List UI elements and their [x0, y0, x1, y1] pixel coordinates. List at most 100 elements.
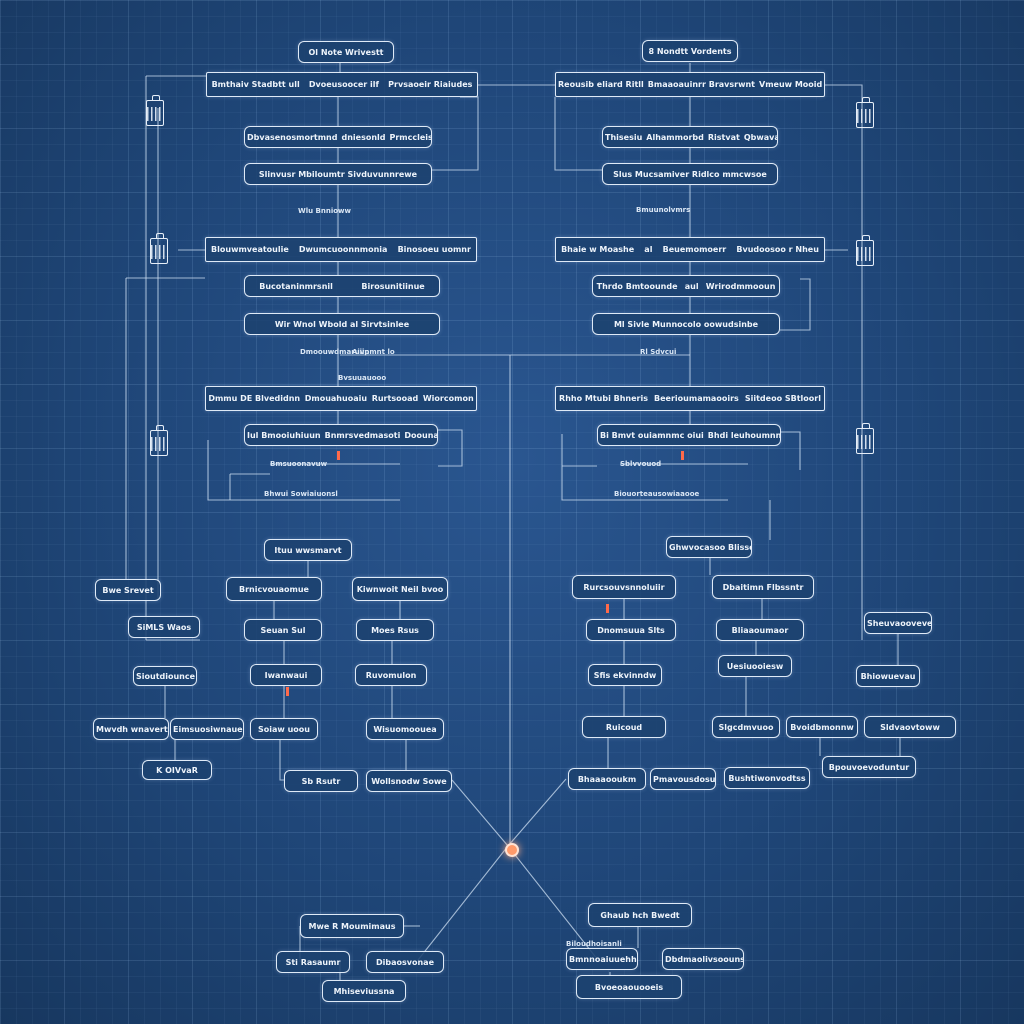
node-label: Bpouvoevoduntur — [828, 762, 910, 772]
node-label: Ml Sivle Munnocolo oowudsinbe — [613, 319, 759, 329]
node-label: Pmavousdosuoiw — [653, 774, 716, 784]
annotation-lbl-5: Rl Sdvcui — [640, 348, 677, 356]
node-label: Sheuvaooveve — [867, 618, 932, 628]
connector — [417, 845, 509, 961]
node-label: Beuemomoerr — [662, 245, 727, 254]
node-label: Ristvat — [707, 132, 740, 142]
annotation-lbl-11: Biloudhoisanli — [566, 940, 622, 948]
node-label: Sfis ekvinndw — [593, 670, 657, 680]
node-l-small-left2: SiMLS Waos — [128, 616, 200, 638]
node-r4-j: Sldvaovtoww — [864, 716, 956, 738]
server-icon-left-1 — [146, 95, 164, 126]
node-bl-b: Dibaosvonae — [366, 951, 444, 973]
node-label: Bliaaoumaor — [731, 625, 789, 635]
node-label: Dmouahuoaiu — [304, 394, 368, 403]
node-label: Iwanwaui — [264, 670, 308, 680]
node-label: Bushtiwonvodtss — [728, 773, 806, 783]
node-rr-c: Bushtiwonvodtss — [724, 767, 810, 789]
node-l4-j: Wollsnodw Sowe — [366, 770, 452, 792]
node-r4-g: Ruicoud — [582, 716, 666, 738]
node-l4-a: Brnicvouaomue — [226, 577, 322, 601]
node-l-small-left: Bwe Srevet — [95, 579, 161, 601]
node-label: Dvoeusoocer ilf — [308, 80, 379, 89]
connector — [561, 434, 728, 501]
node-label: Doounarisiic — [404, 430, 438, 440]
node-label: Ghaub hch Bwedt — [600, 910, 680, 920]
node-label: Bmnnoaiuuehhurmu — [569, 954, 637, 964]
node-label: Siitdeoo SBtloorl — [744, 394, 821, 403]
node-r4-l: Pmavousdosuoiw — [650, 768, 716, 790]
node-top-left-title: Ol Note Wrivestt — [298, 41, 394, 63]
node-label: SiMLS Waos — [136, 622, 192, 632]
node-label: Wisuomoouea — [373, 724, 437, 734]
connector — [207, 440, 400, 501]
node-label: Dnomsuua Slts — [597, 625, 665, 635]
node-l3-a: Iul BmooiuhiuunBnmrsvedmasotiDoounarisii… — [244, 424, 438, 446]
connector — [438, 429, 463, 467]
node-label: K OIVvaR — [156, 765, 198, 775]
connector — [554, 97, 602, 171]
node-r4-c: Dnomsuua Slts — [586, 619, 676, 641]
node-label: Dbvasenosmortmnd — [247, 132, 338, 142]
connector — [825, 84, 863, 640]
server-icon-right-3 — [856, 423, 874, 454]
node-r4-b: Dbaitimn Flbssntr — [712, 575, 814, 599]
node-label: Slus Mucsamiver Ridlco mmcwsoe — [613, 169, 767, 179]
node-label: Wiorcomon — [422, 394, 474, 403]
node-label: Prvsaoeir Riaiudes — [388, 80, 473, 89]
node-br-top: Ghaub hch Bwedt — [588, 903, 692, 927]
annotation-lbl-4: Bmuunolvmrs — [636, 206, 691, 214]
node-bl-top: Mwe R Moumimaus — [300, 914, 404, 938]
node-label: Dibaosvonae — [376, 957, 434, 967]
node-label: 8 Nondtt Vordents — [648, 46, 732, 56]
node-l2-b: Wir Wnol Wbold al Sirvtsinlee — [244, 313, 440, 335]
node-label: Dwumcuoonnmonia — [298, 245, 388, 254]
node-label: Bnmrsvedmasoti — [324, 430, 401, 440]
node-label: Bvoeoaouooeis — [594, 982, 664, 992]
node-label: Reousib eliard Ritll — [558, 80, 644, 89]
node-label: Rurcsouvsnnoluiir — [583, 582, 665, 592]
node-label: Bvoidbmonnw — [790, 722, 854, 732]
node-r1-a: ThisesiuAlhammorbdRistvatQbwavaco — [602, 126, 778, 148]
node-label: aul — [684, 281, 699, 291]
node-br-c: Bvoeoaouooeis — [576, 975, 682, 999]
node-label: Soiaw uoou — [258, 724, 310, 734]
node-label: Bhiowuevau — [860, 671, 916, 681]
node-ll-a: Sioutdiounce — [133, 666, 197, 686]
node-label: Dmmu DE Blvedidnn — [208, 394, 301, 403]
node-label: Uesiuooiesw — [726, 661, 784, 671]
node-l1-a: DbvasenosmortmnddniesonldPrmccleiss — [244, 126, 432, 148]
node-label: Ruvomulon — [365, 670, 417, 680]
node-label: Bhaaaooukm — [577, 774, 637, 784]
node-l1-b: Slinvusr Mbiloumtr Sivduvunnrewe — [244, 163, 432, 185]
node-l4-f: Ruvomulon — [355, 664, 427, 686]
node-label: Rhho Mtubi Bhneris — [559, 394, 648, 403]
node-label: Alhammorbd — [646, 132, 704, 142]
node-label: Wollsnodw Sowe — [371, 776, 447, 786]
node-br-b: Dbdmaolivsoouns — [662, 948, 744, 970]
node-label: Seuan Sul — [260, 625, 306, 635]
node-label: Iul Bmooiuhiuun — [247, 430, 321, 440]
node-label: Eimsuosiwnaue — [173, 724, 243, 734]
node-r4-k: Bhaaaooukm — [568, 768, 646, 790]
node-label: Slgcdmvuoo — [718, 722, 774, 732]
annotation-lbl-9: Sblvvouod — [620, 460, 662, 468]
node-label: Rurtsooad — [371, 394, 419, 403]
server-icon-left-2 — [150, 233, 168, 264]
node-r4-e: Sfis ekvinndw — [588, 664, 662, 686]
node-r4-d: Bliaaoumaor — [716, 619, 804, 641]
node-bl-c: Mhiseviussna — [322, 980, 406, 1002]
node-label: Mhiseviussna — [333, 986, 395, 996]
node-label: Bi Bmvt ouiamnmc oiui — [600, 430, 704, 440]
node-l4-h: Wisuomoouea — [366, 718, 444, 740]
node-r4-f: Uesiuooiesw — [718, 655, 792, 677]
connector — [279, 740, 284, 781]
node-label: Sb Rsutr — [301, 776, 341, 786]
node-label: Mwe R Moumimaus — [308, 921, 396, 931]
node-label: Wir Wnol Wbold al Sirvtsinlee — [274, 319, 410, 329]
node-label: Slinvusr Mbiloumtr Sivduvunnrewe — [258, 169, 418, 179]
